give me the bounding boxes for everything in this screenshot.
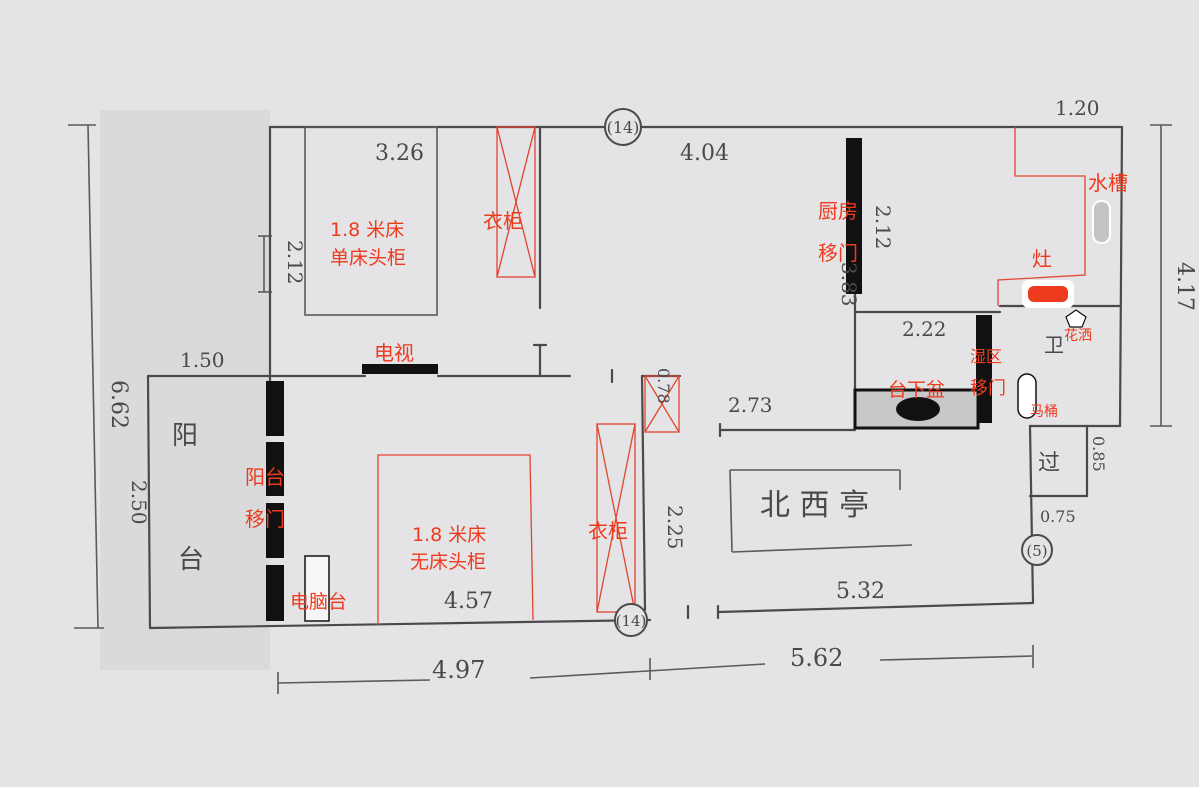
dim-bath-width: 2.22 xyxy=(902,317,947,341)
dim-left-small: 2.12 xyxy=(283,240,307,285)
dim-living-bottom: 5.32 xyxy=(836,579,885,604)
label-wet-zone-2: 移门 xyxy=(970,378,1006,399)
label-bed-master-1: 1.8 米床 xyxy=(412,524,486,546)
shower-icon xyxy=(1065,309,1087,328)
label-shower: 花洒 xyxy=(1064,328,1092,344)
tv xyxy=(362,364,438,374)
room-balcony-1: 阳 xyxy=(172,421,198,451)
dim-kitchen-side: 2.12 xyxy=(871,205,895,250)
label-bed-single-2: 单床头柜 xyxy=(330,247,406,269)
balcony-door-1 xyxy=(266,381,284,436)
dim-top-left: 3.26 xyxy=(375,141,424,166)
dimension-lines xyxy=(68,124,1172,694)
toilet-icon xyxy=(1017,373,1037,419)
dim-hall: 2.73 xyxy=(728,393,773,417)
dim-right-side: 4.17 xyxy=(1172,262,1197,311)
label-balcony-door-2: 移门 xyxy=(245,507,285,531)
dim-bedroom-bottom: 4.57 xyxy=(444,589,493,614)
axis-marker-top-label: (14) xyxy=(607,118,640,137)
axis-marker-right xyxy=(1021,534,1053,566)
kitchen-sliding-door xyxy=(846,138,862,294)
basin-counter xyxy=(853,388,980,430)
dim-balcony-side: 2.50 xyxy=(127,480,151,525)
room-living: 北 西 亭 xyxy=(760,488,869,523)
dim-kitchen-lower: 3.83 xyxy=(837,262,861,307)
label-wardrobe-bottom: 衣柜 xyxy=(588,519,628,543)
axis-marker-top xyxy=(604,108,642,146)
label-stove: 灶 xyxy=(1032,247,1052,271)
dim-top-middle: 4.04 xyxy=(680,141,729,166)
wet-zone-door xyxy=(976,315,992,423)
dim-closet-width: 0.78 xyxy=(654,368,673,404)
label-balcony-door-1: 阳台 xyxy=(245,465,285,489)
basin-bowl xyxy=(896,397,940,421)
handwritten-room-names: 阳 台 北 西 亭 卫 过 xyxy=(172,333,1064,575)
label-wet-zone-1: 湿区 xyxy=(970,347,1002,366)
annotation-labels: 1.8 米床 单床头柜 衣柜 厨房 移门 水槽 灶 花洒 电视 湿区 移门 台下… xyxy=(245,171,1128,613)
dim-right-lower2: 0.75 xyxy=(1040,507,1076,526)
label-desk: 电脑台 xyxy=(290,591,347,613)
dim-balcony-top: 1.50 xyxy=(180,348,225,372)
balcony-door-4 xyxy=(266,565,284,621)
label-basin: 台下盆 xyxy=(888,379,945,401)
label-bed-single-1: 1.8 米床 xyxy=(330,219,404,241)
label-toilet: 马桶 xyxy=(1030,404,1058,420)
red-overlays xyxy=(377,126,1086,625)
dim-top-right: 1.20 xyxy=(1055,96,1100,120)
label-wardrobe-top: 衣柜 xyxy=(483,209,523,233)
label-sink: 水槽 xyxy=(1088,171,1128,195)
stove-burner xyxy=(1028,286,1068,302)
room-utility: 过 xyxy=(1038,451,1060,476)
axis-marker-bottom xyxy=(614,603,648,637)
dim-right-lower: 0.85 xyxy=(1089,436,1108,472)
label-bed-master-2: 无床头柜 xyxy=(410,551,486,573)
label-tv: 电视 xyxy=(374,341,414,365)
axis-marker-right-label: (5) xyxy=(1026,542,1047,560)
balcony-door-2 xyxy=(266,442,284,496)
label-kitchen-2: 移门 xyxy=(818,241,858,265)
label-kitchen-1: 厨房 xyxy=(818,199,858,223)
computer-desk xyxy=(304,555,330,622)
dim-left-side: 6.62 xyxy=(106,380,131,429)
single-bed xyxy=(304,126,438,316)
balcony-door-3 xyxy=(266,503,284,558)
paper-shade-left xyxy=(100,110,270,670)
room-balcony-2: 台 xyxy=(178,545,204,575)
sink-icon xyxy=(1092,200,1111,244)
dimension-labels: 3.26 4.04 1.20 6.62 4.17 2.12 1.50 2.50 … xyxy=(106,96,1197,684)
dim-closet-side: 2.25 xyxy=(663,505,687,550)
dim-bottom-left: 4.97 xyxy=(432,656,485,684)
axis-marker-bottom-label: (14) xyxy=(616,612,647,630)
dim-bottom-right: 5.62 xyxy=(790,644,843,672)
room-bath-side: 卫 xyxy=(1044,333,1064,357)
